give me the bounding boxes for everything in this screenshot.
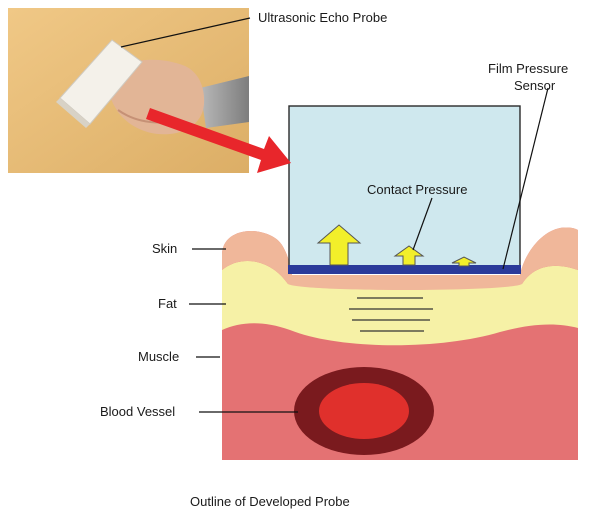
label-contact-pressure: Contact Pressure	[367, 182, 467, 197]
probe-photo	[8, 8, 249, 173]
label-probe: Ultrasonic Echo Probe	[258, 10, 387, 25]
label-film-sensor-line1: Film Pressure	[488, 61, 568, 76]
blood-vessel-inner	[319, 383, 409, 439]
caption: Outline of Developed Probe	[190, 494, 350, 509]
label-fat: Fat	[158, 296, 177, 311]
film-pressure-sensor-strip	[288, 265, 521, 274]
label-blood-vessel: Blood Vessel	[100, 404, 175, 419]
label-muscle: Muscle	[138, 349, 179, 364]
label-film-sensor-line2: Sensor	[514, 78, 556, 93]
label-skin: Skin	[152, 241, 177, 256]
